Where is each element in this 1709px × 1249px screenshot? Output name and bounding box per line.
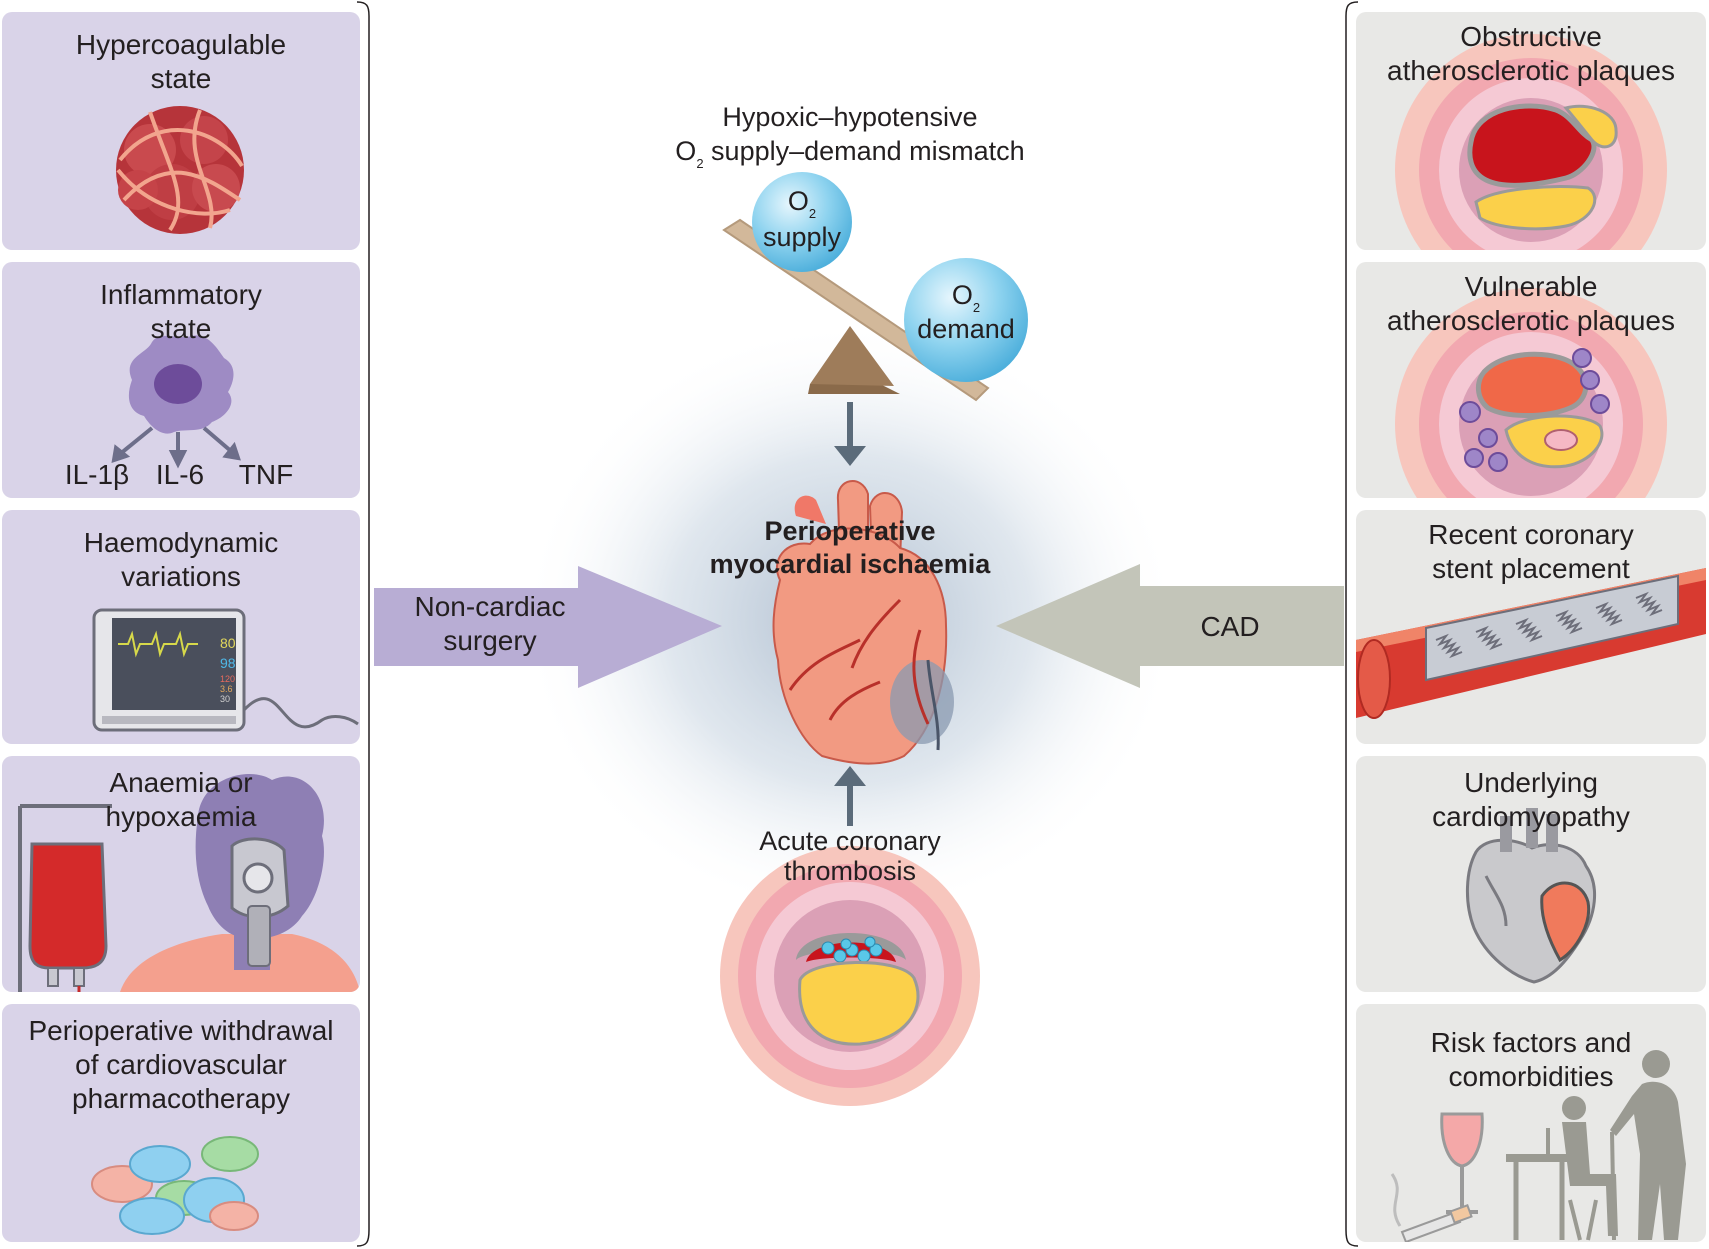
svg-text:30: 30 bbox=[220, 694, 230, 704]
thrombosis-artery-icon bbox=[720, 846, 980, 1106]
risk-factors-icon bbox=[1390, 1050, 1686, 1242]
vulnerable-plaque-panel: Vulnerable atherosclerotic plaques bbox=[1356, 262, 1706, 498]
o2-demand-sphere bbox=[904, 258, 1028, 382]
o2-supply-sphere bbox=[752, 172, 852, 272]
svg-text:supply: supply bbox=[763, 222, 842, 252]
left-bracket bbox=[356, 1, 370, 1247]
stent-panel: Recent coronary stent placement bbox=[1356, 510, 1706, 744]
blood-clot-icon bbox=[116, 106, 244, 234]
mismatch-line1: Hypoxic–hypotensive bbox=[722, 102, 977, 132]
cytokine-tnf: TNF bbox=[239, 459, 293, 490]
inflammatory-panel: Inflammatory state IL-1β IL-6 TNF bbox=[2, 262, 360, 498]
hypercoagulable-panel: Hypercoagulable state bbox=[2, 12, 360, 250]
haemodynamic-title: Haemodynamic variations bbox=[83, 527, 279, 592]
haemodynamic-panel: Haemodynamic variations 80 98 120 3.6 30 bbox=[2, 510, 360, 744]
svg-text:80: 80 bbox=[220, 635, 236, 651]
pharmacotherapy-title: Perioperative withdrawal of cardiovascul… bbox=[28, 1015, 334, 1114]
pharmacotherapy-panel: Perioperative withdrawal of cardiovascul… bbox=[2, 1004, 360, 1242]
vulnerable-plaque-title: Vulnerable atherosclerotic plaques bbox=[1387, 271, 1675, 336]
non-cardiac-surgery-label: Non-cardiac surgery bbox=[414, 591, 566, 656]
vulnerable-plaque-icon bbox=[1395, 288, 1667, 498]
svg-text:120: 120 bbox=[220, 674, 235, 684]
thrombosis-label: Acute coronary thrombosis bbox=[759, 826, 941, 886]
heart-illustration bbox=[772, 480, 954, 765]
macrophage-icon: IL-1β IL-6 TNF bbox=[65, 335, 293, 490]
right-bracket bbox=[1345, 1, 1359, 1247]
stent-icon bbox=[1356, 568, 1706, 719]
left-arrow-shape bbox=[374, 566, 722, 688]
o2-demand-label: O2 bbox=[952, 280, 980, 315]
cytokine-il1b: IL-1β bbox=[65, 459, 129, 490]
svg-text:98: 98 bbox=[220, 655, 236, 671]
blood-bag-oxygen-mask-icon bbox=[18, 774, 360, 992]
seesaw-fulcrum bbox=[808, 384, 900, 394]
cytokine-il6: IL-6 bbox=[156, 459, 204, 490]
cardiomyopathy-heart-icon bbox=[1465, 808, 1597, 984]
inflammatory-title: Inflammatory state bbox=[100, 279, 262, 344]
svg-text:demand: demand bbox=[917, 314, 1015, 344]
cad-label: CAD bbox=[1200, 611, 1260, 642]
obstructive-plaque-title: Obstructive atherosclerotic plaques bbox=[1387, 21, 1675, 86]
risk-factors-title: Risk factors and comorbidities bbox=[1430, 1027, 1632, 1092]
hypercoagulable-title: Hypercoagulable state bbox=[75, 29, 287, 94]
obstructive-plaque-panel: Obstructive atherosclerotic plaques bbox=[1356, 12, 1706, 250]
cardiomyopathy-title: Underlying cardiomyopathy bbox=[1432, 767, 1630, 832]
pills-icon bbox=[91, 1136, 259, 1235]
o2-supply-label: O2 bbox=[788, 186, 816, 221]
cardiomyopathy-panel: Underlying cardiomyopathy bbox=[1356, 756, 1706, 992]
patient-monitor-icon: 80 98 120 3.6 30 bbox=[92, 608, 359, 732]
right-arrow-shape bbox=[996, 564, 1344, 688]
risk-factors-panel: Risk factors and comorbidities bbox=[1356, 1004, 1706, 1242]
perioperative-ischaemia-title: Perioperative myocardial ischaemia bbox=[709, 516, 991, 579]
obstructive-plaque-icon bbox=[1395, 34, 1667, 250]
anaemia-title: Anaemia or hypoxaemia bbox=[105, 767, 257, 832]
svg-text:3.6: 3.6 bbox=[220, 684, 233, 694]
stent-title: Recent coronary stent placement bbox=[1428, 519, 1634, 584]
mismatch-line2: O2 supply–demand mismatch bbox=[675, 136, 1024, 171]
anaemia-panel: Anaemia or hypoxaemia bbox=[2, 756, 360, 992]
